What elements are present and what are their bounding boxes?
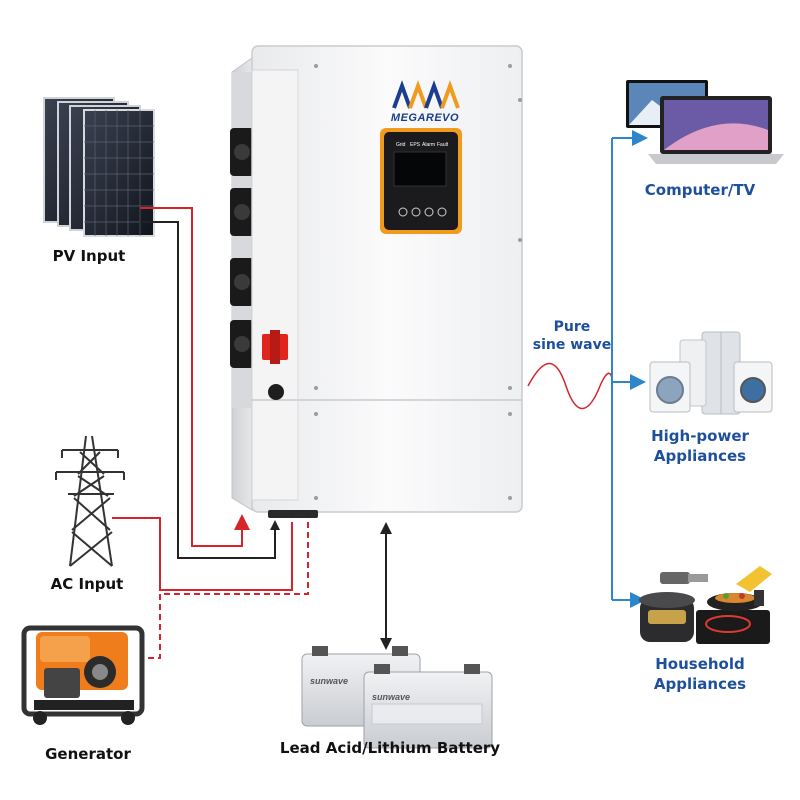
pure-sine-wave-label: Pure sine wave <box>520 318 624 354</box>
output-lines <box>527 130 648 608</box>
pv-input-label: PV Input <box>52 247 126 265</box>
household-appliances-label: Household Appliances <box>640 654 760 694</box>
inverter-unit <box>230 45 523 518</box>
computer-tv-icon <box>626 80 784 164</box>
household-line1: Household <box>655 655 745 673</box>
ac-input-label: AC Input <box>50 575 124 593</box>
kitchen-appliances-icon <box>639 566 772 644</box>
power-port <box>268 384 284 400</box>
pure-sine-line1: Pure <box>553 319 591 335</box>
dc-switch <box>262 330 288 364</box>
household-line2: Appliances <box>653 675 747 693</box>
high-power-line1: High-power <box>651 427 749 445</box>
battery-link <box>380 522 392 650</box>
ac-wires <box>112 517 309 659</box>
computer-tv-label: Computer/TV <box>644 181 756 199</box>
generator-icon <box>21 625 145 725</box>
indicator-grid: Grid <box>396 142 406 148</box>
transmission-tower-icon <box>55 435 125 567</box>
indicator-fault: Fault <box>437 142 449 148</box>
indicator-eps: EPS <box>410 142 421 148</box>
battery-brand-back: sunwave <box>310 676 348 686</box>
high-power-appliances-label: High-power Appliances <box>640 426 760 466</box>
brand-logo-icon <box>392 80 460 109</box>
indicator-alarm: Alarm <box>422 142 435 148</box>
battery-label: Lead Acid/Lithium Battery <box>279 739 501 757</box>
pv-wires <box>140 207 280 559</box>
high-power-line2: Appliances <box>653 447 747 465</box>
display-panel <box>380 128 462 234</box>
pure-sine-line2: sine wave <box>532 337 612 353</box>
battery-brand-front: sunwave <box>372 692 410 702</box>
cooling-fans <box>230 128 254 368</box>
generator-label: Generator <box>45 745 131 763</box>
solar-panel-icon <box>43 97 155 237</box>
inverter-brand: MEGAREVO <box>390 112 460 124</box>
appliances-icon <box>649 331 773 415</box>
battery-icon <box>301 646 493 749</box>
